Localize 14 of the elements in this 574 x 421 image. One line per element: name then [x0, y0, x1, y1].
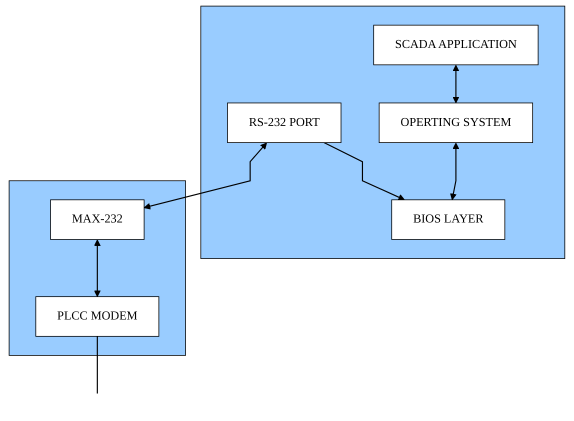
- connector: [96, 336, 98, 394]
- arrow: [324, 142, 405, 200]
- node-box: MAX-232: [50, 199, 145, 240]
- node-box: PLCC MODEM: [35, 296, 160, 337]
- arrow: [450, 142, 460, 200]
- cluster: [8, 180, 186, 356]
- arrow: [452, 64, 460, 104]
- node-box: SCADA APPLICATION: [373, 24, 539, 66]
- cluster: [200, 6, 566, 259]
- arrow: [94, 239, 101, 297]
- node-box: RS-232 PORT: [227, 102, 342, 143]
- arrow: [144, 142, 268, 210]
- node-box: OPERTING SYSTEM: [378, 102, 534, 143]
- node-box: BIOS LAYER: [391, 199, 506, 240]
